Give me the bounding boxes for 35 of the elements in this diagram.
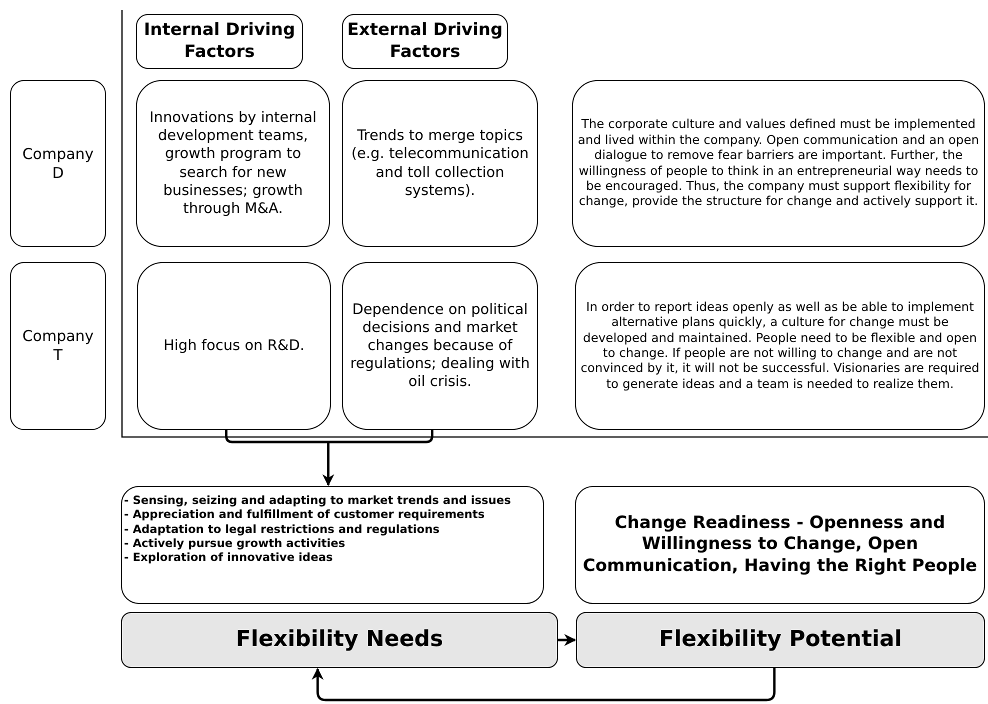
factor-box (342, 262, 538, 430)
factor-box (342, 80, 538, 247)
text-box (572, 80, 985, 247)
factor-text: Dependence on political decisions and market changes because of regulations; dealing with oil crisis. (349, 300, 531, 392)
row-label-box (10, 262, 106, 430)
bracket-arrow (225, 428, 434, 486)
factor-text: Innovations by internal development teams, growth program to search for new businesses; growth through M&A. (148, 109, 318, 218)
list-item: - Actively pursue growth activities (124, 536, 346, 550)
factor-text: Trends to merge topics (e.g. telecommunication and toll collection systems). (350, 127, 530, 200)
box-title: Flexibility Needs (236, 626, 444, 654)
text-box (575, 486, 985, 604)
list-item: - Exploration of innovative ideas (124, 550, 333, 564)
description-text: The corporate culture and values defined must be implemented and lived within the company. Open communication and an open dialogue to remove fear barriers are important. Further, the willingness of people to think in an entrepreneurial way needs to be encouraged. Thus, the company must support flexibility for change, provide the structure for change and actively support it. (577, 117, 980, 210)
factor-box (137, 262, 331, 430)
column-header: External Driving Factors (347, 20, 503, 63)
row-label: Company D (22, 144, 94, 182)
header-box (136, 14, 303, 69)
summary-text: Change Readiness - Openness and Willingness to Change, Open Communication, Having the Right People (582, 513, 978, 577)
list-item: - Sensing, seizing and adapting to market trends and issues (124, 493, 511, 508)
factor-text: High focus on R&D. (163, 336, 305, 356)
text-box (575, 262, 985, 430)
arrow (558, 634, 576, 646)
process-box (121, 612, 558, 668)
process-box (576, 612, 985, 668)
row-label-box (10, 80, 106, 247)
row-label: Company T (22, 327, 94, 365)
list-item: - Appreciation and fulfillment of customer requirements (124, 507, 485, 522)
box-title: Flexibility Potential (659, 626, 902, 654)
column-header: Internal Driving Factors (142, 20, 296, 63)
factor-box (136, 80, 330, 247)
list-item: - Adaptation to legal restrictions and regulations (124, 522, 440, 536)
header-box (342, 14, 508, 69)
description-text: In order to report ideas openly as well as be able to implement alternative plans quickly, a culture for change must be developed and maintained. People need to be flexible and open to change. If people are not willing to change and are not convinced by it, it will not be successful. Visionaries are required to generate ideas and a team is needed to realize them. (580, 300, 980, 392)
return-arrow (312, 668, 776, 702)
list-box (121, 486, 544, 604)
